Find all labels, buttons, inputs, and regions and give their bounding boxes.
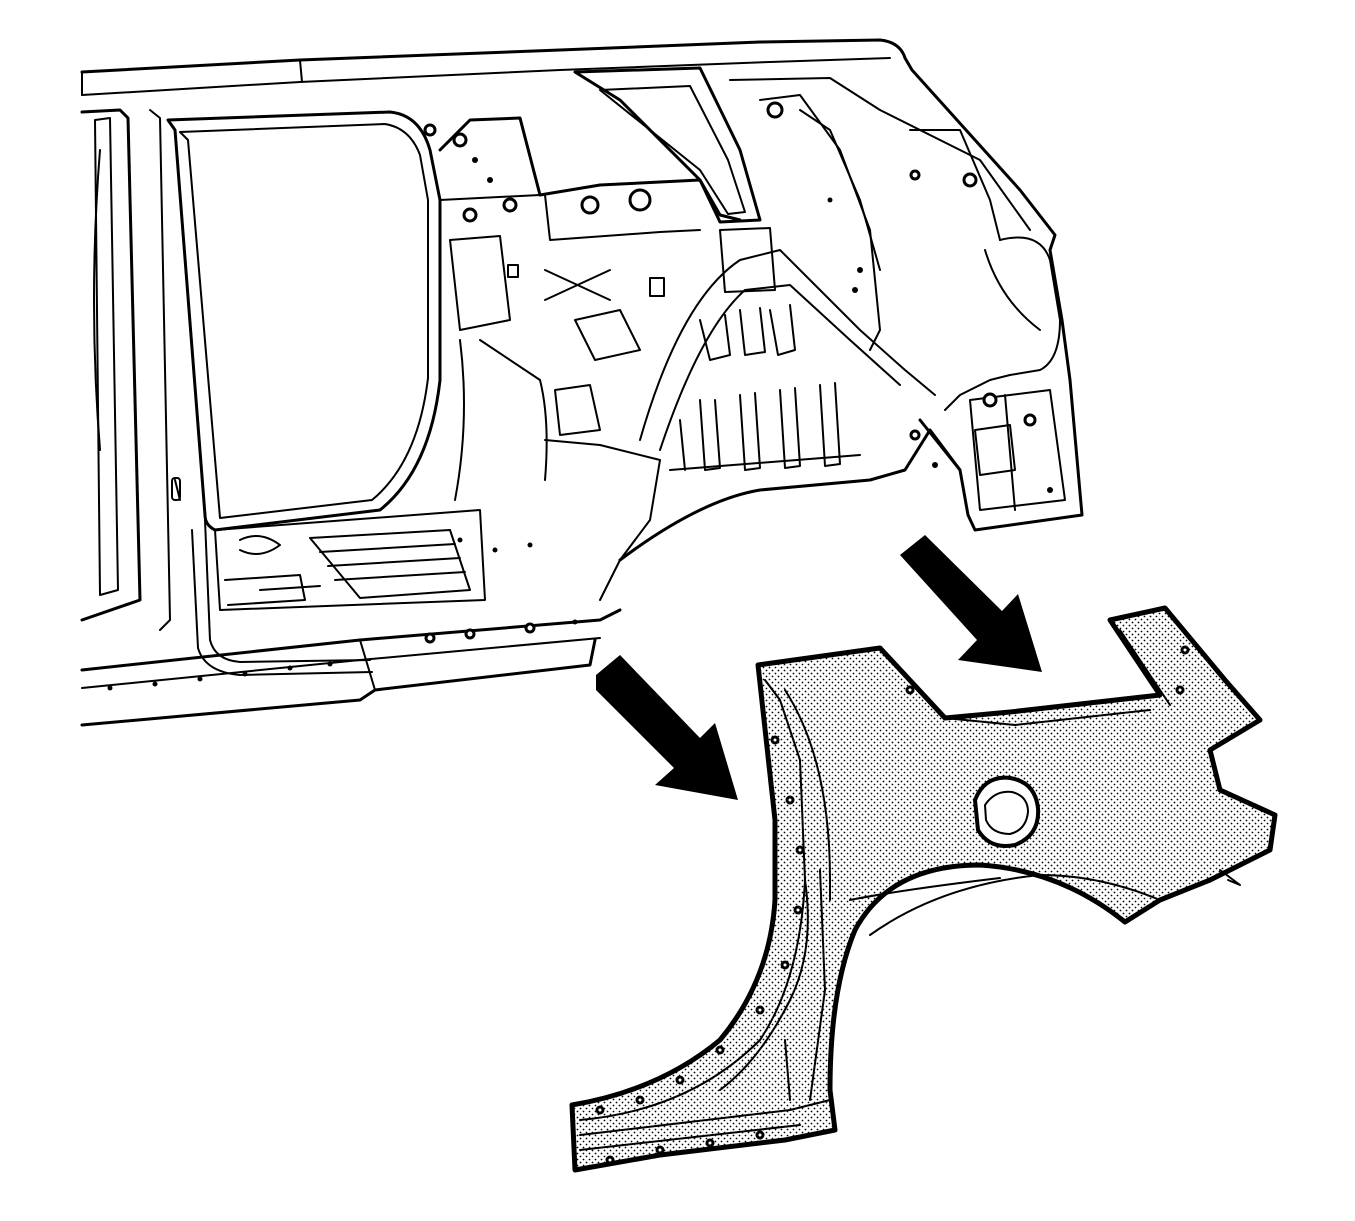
wheelhouse [618, 227, 962, 562]
rocker-sill [80, 608, 622, 672]
rear-door-opening [166, 110, 442, 532]
quarter-window-opening [573, 66, 1031, 351]
install-arrow-right [900, 535, 1042, 672]
panel-holes [595, 645, 1190, 1165]
b-pillar [80, 108, 142, 622]
rocker-holes [107, 619, 578, 691]
quarter-panel-outline [569, 605, 1278, 1173]
c-pillar-inner [423, 116, 742, 601]
install-arrow-left [596, 655, 738, 800]
floor-pan [214, 509, 533, 611]
fuel-filler-opening [972, 775, 1041, 848]
quarter-outer-panel [569, 605, 1278, 1173]
rear-corner [909, 236, 1066, 511]
roof-rail [80, 38, 1084, 532]
body-side-structure [80, 38, 1084, 727]
